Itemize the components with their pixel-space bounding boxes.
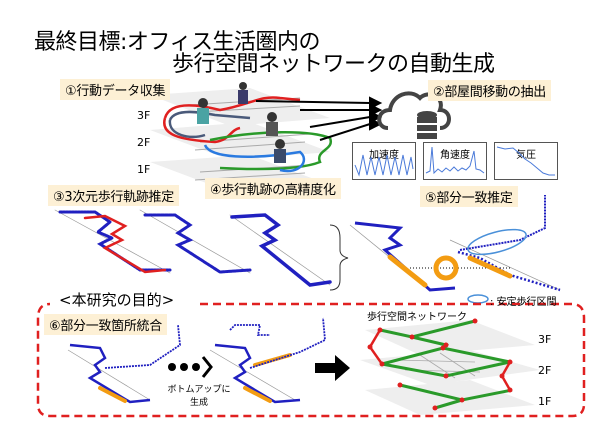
- floor-label-2f: 2F: [137, 136, 151, 149]
- sensor-angular-velocity-chart: 角速度: [423, 142, 487, 180]
- merged-trajectories: [67, 317, 326, 404]
- step-1-label: ①行動データ収集: [60, 79, 171, 100]
- brace-symbol: [329, 224, 349, 291]
- network-floor-1f: 1F: [538, 395, 552, 408]
- title-line-2: 歩行空間ネットワークの自動生成: [172, 52, 495, 77]
- angular-velocity-waveform: [425, 146, 485, 175]
- network-floor-3f: 3F: [538, 333, 552, 346]
- data-arrows: [255, 96, 383, 141]
- purpose-label: <本研究の目的>: [56, 289, 178, 310]
- bottom-up-line2: 生成: [189, 398, 208, 408]
- database-icon: [417, 111, 437, 139]
- network-label: 歩行空間ネットワーク: [367, 312, 467, 323]
- floor-label-3f: 3F: [137, 109, 151, 122]
- sensor-angular-velocity-label: 角速度: [440, 150, 470, 161]
- floor-label-1f: 1F: [137, 163, 151, 176]
- bottom-up-label: ボトムアップに 生成: [164, 382, 234, 408]
- network-floor-2f: 2F: [538, 364, 552, 377]
- sensor-pressure-label: 気圧: [516, 150, 536, 161]
- step-2-label: ②部屋間移動の抽出: [428, 80, 551, 101]
- stable-walk-legend-label: : 安定歩行区間: [490, 297, 557, 308]
- bottom-up-line1: ボトムアップに: [167, 385, 231, 395]
- pressure-waveform: [496, 146, 555, 176]
- step-3-label: ③3次元歩行軌跡推定: [48, 185, 179, 206]
- purpose-dashed-border: [36, 302, 586, 418]
- trajectory-3d-estimated: [54, 209, 332, 287]
- title-prefix: 最終目標:: [34, 30, 127, 55]
- step-4-label: ④歩行軌跡の高精度化: [205, 178, 341, 199]
- cloud-icon: [377, 91, 451, 130]
- title-line-1: 最終目標:オフィス生活圏内の: [34, 24, 320, 56]
- walking-network-graph: [360, 318, 540, 415]
- sensor-acceleration-chart: 加速度: [352, 142, 416, 180]
- partial-match-graphics: [349, 195, 561, 292]
- right-arrow-icon: [315, 355, 350, 381]
- step-5-label: ⑤部分一致推定: [420, 186, 518, 207]
- walking-trajectories-top: [163, 96, 333, 173]
- step-6-label: ⑥部分一致箇所統合: [44, 314, 167, 335]
- stable-walk-legend-icon: [467, 294, 489, 304]
- sensor-pressure-chart: 気圧: [494, 142, 558, 180]
- person-icons: [197, 82, 286, 163]
- title-line1-text: オフィス生活圏内の: [126, 30, 321, 55]
- progress-dots-icon: [168, 356, 213, 378]
- acceleration-waveform: [354, 154, 414, 177]
- sensor-acceleration-label: 加速度: [369, 150, 399, 161]
